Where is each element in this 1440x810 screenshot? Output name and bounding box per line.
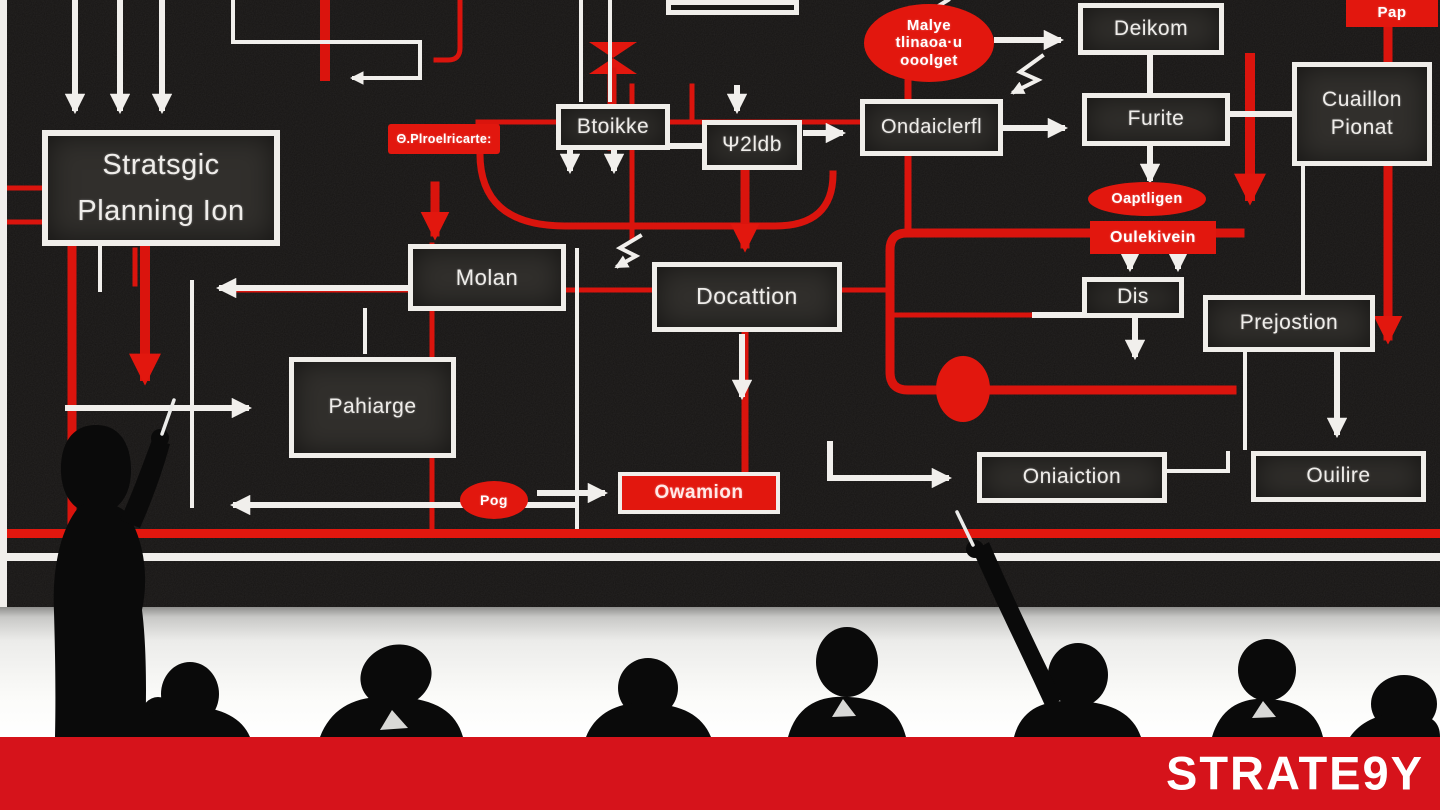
node-deikom: Deikom (1078, 3, 1224, 55)
wall-background (0, 607, 1440, 737)
node-malye-ellipse: Malye tlinaoa·u ooolget (864, 4, 994, 82)
node-ondaiclerfl: Ondaiclerfl (860, 99, 1003, 156)
node-pog-ellipse: Pog (460, 481, 528, 519)
node-strategic-planning: Stratsgic Planning Ion (42, 130, 280, 246)
strategy-banner: STRATE9Y (0, 737, 1440, 810)
node-p2db: Ψ2ldb (702, 120, 802, 170)
node-docattion: Docattion (652, 262, 842, 332)
node-cuaillon-pionat: Cuaillon Pionat (1292, 62, 1432, 166)
node-oniaiction: Oniaiction (977, 452, 1167, 503)
node-owamion: Owamion (618, 472, 780, 514)
node-pahiarge: Pahiarge (289, 357, 456, 458)
node-top-partial (666, 0, 799, 15)
node-furite: Furite (1082, 93, 1230, 146)
node-pap: Pap (1346, 0, 1438, 27)
node-prejostion: Prejostion (1203, 295, 1375, 352)
white-connectors (0, 0, 1440, 607)
flowchart-board: Stratsgic Planning Ion Θ.Plroelricarte: … (0, 0, 1440, 607)
node-btoikke: Btoikke (556, 104, 670, 150)
node-oaptligen-ellipse: Oaptligen (1088, 182, 1206, 216)
node-oulekivein: Oulekivein (1090, 221, 1216, 254)
node-molan: Molan (408, 244, 566, 311)
banner-title: STRATE9Y (1166, 745, 1424, 799)
node-dis: Dis (1082, 277, 1184, 318)
red-connectors (0, 0, 1440, 538)
node-ouilire: Ouilire (1251, 451, 1426, 502)
node-preelricate-label: Θ.Plroelricarte: (388, 124, 500, 154)
